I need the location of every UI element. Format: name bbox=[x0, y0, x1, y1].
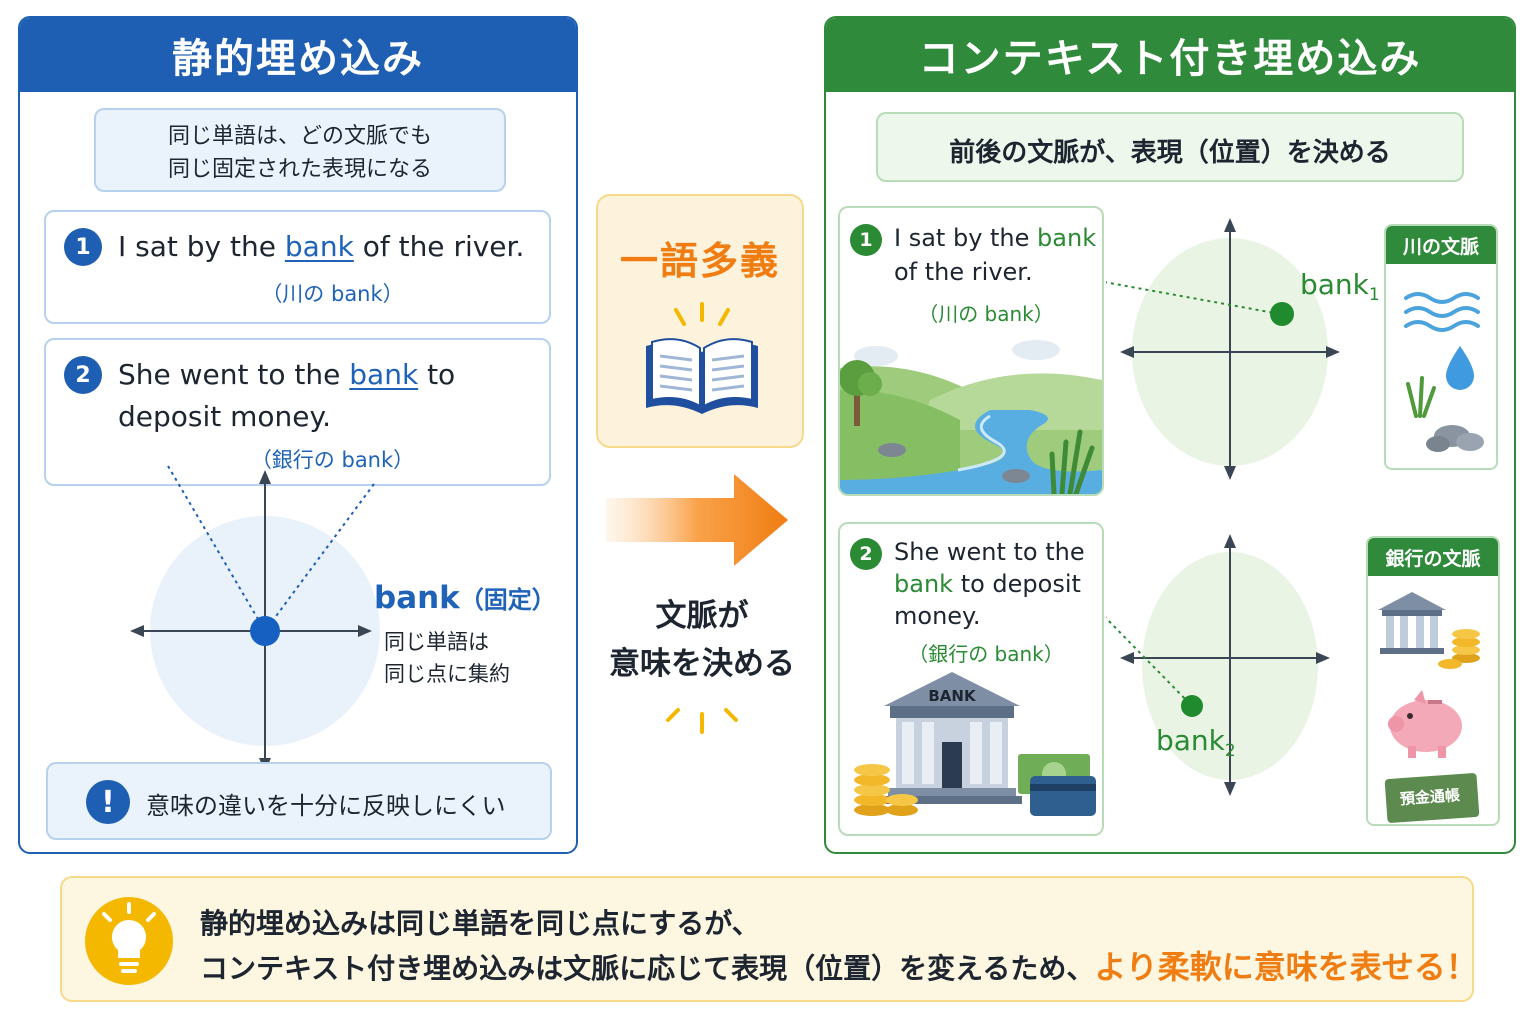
static-warning-text: 意味の違いを十分に反映しにくい bbox=[146, 792, 506, 820]
river-context-title: 川の文脈 bbox=[1386, 226, 1496, 264]
piggy-bank-icon bbox=[1388, 690, 1462, 758]
example-sentence-line2: bank to deposit bbox=[894, 570, 1081, 598]
static-example-1: 1 I sat by the bank of the river. （川の ba… bbox=[44, 210, 551, 324]
example-sentence: I sat by the bank bbox=[894, 224, 1097, 252]
bank-context-card: 銀行の文脈 預金通帳 bbox=[1366, 536, 1500, 826]
credit-card-icon bbox=[1030, 776, 1096, 816]
coins-icon bbox=[854, 764, 918, 816]
example-sentence: I sat by the bank of the river. bbox=[118, 230, 525, 263]
static-summary-box: 同じ単語は、どの文脈でも 同じ固定された表現になる bbox=[94, 108, 506, 192]
sparkle-icon bbox=[666, 708, 738, 734]
lightbulb-icon bbox=[85, 897, 173, 985]
passbook-icon: 預金通帳 bbox=[1384, 773, 1480, 823]
example-sentence: She went to the bank to bbox=[118, 358, 456, 391]
example-sentence: She went to the bbox=[894, 538, 1085, 566]
example-note: （川の bank） bbox=[261, 282, 404, 306]
example-sentence-line2: deposit money. bbox=[118, 400, 332, 433]
example-number-badge: 2 bbox=[64, 356, 102, 394]
context-decides-meaning-caption: 文脈が 意味を決める bbox=[609, 598, 795, 682]
example-number-badge: 1 bbox=[64, 228, 102, 266]
contextual-example-2: 2 She went to the bank to deposit money.… bbox=[838, 522, 1104, 836]
contextual-example-1: 1 I sat by the bank of the river. （川の ba… bbox=[838, 206, 1104, 496]
highlighted-word: bank bbox=[349, 358, 419, 391]
contextual-summary-text: 前後の文脈が、表現（位置）を決める bbox=[949, 138, 1391, 168]
static-example-2: 2 She went to the bank to deposit money.… bbox=[44, 338, 551, 486]
fixed-point-label: bank（固定） bbox=[374, 580, 556, 616]
bottom-summary-box: 静的埋め込みは同じ単語を同じ点にするが、 コンテキスト付き埋め込みは文脈に応じて… bbox=[60, 876, 1478, 1002]
water-drop-icon bbox=[1446, 346, 1474, 390]
static-embedding-title: 静的埋め込み bbox=[20, 18, 576, 92]
bank-context-title: 銀行の文脈 bbox=[1368, 538, 1498, 576]
static-embedding-panel: 静的埋め込み 同じ単語は、どの文脈でも 同じ固定された表現になる 1 I sat… bbox=[18, 16, 578, 854]
fixed-point-description: 同じ単語は 同じ点に集約 bbox=[384, 630, 510, 686]
bottom-summary-line2: コンテキスト付き埋め込みは文脈に応じて表現（位置）を変えるため、より柔軟に意味を… bbox=[200, 948, 1478, 986]
river-context-card: 川の文脈 bbox=[1384, 224, 1498, 470]
example-sentence-line2: of the river. bbox=[894, 258, 1033, 286]
river-landscape-illustration bbox=[840, 330, 1102, 494]
example-number-badge: 2 bbox=[850, 538, 882, 570]
bank-building-icon: BANK bbox=[854, 672, 1096, 816]
bank-context-icons: 預金通帳 bbox=[1378, 592, 1480, 823]
river-context-icons bbox=[1404, 292, 1484, 452]
grass-icon bbox=[1406, 376, 1436, 418]
bank1-point bbox=[1270, 302, 1294, 326]
dotted-link-line bbox=[264, 483, 375, 632]
bottom-summary-line1: 静的埋め込みは同じ単語を同じ点にするが、 bbox=[200, 907, 760, 940]
example-sentence-line3: money. bbox=[894, 602, 981, 630]
rocks-icon bbox=[1426, 425, 1484, 452]
passbook-label: 預金通帳 bbox=[1399, 786, 1460, 808]
highlighted-word: bank bbox=[894, 570, 954, 598]
fixed-bank-point bbox=[250, 616, 280, 646]
bank2-point bbox=[1181, 695, 1203, 717]
static-summary-line1: 同じ単語は、どの文脈でも bbox=[167, 124, 432, 149]
book-icon bbox=[646, 302, 758, 414]
highlighted-word: bank bbox=[1037, 224, 1097, 252]
polysemy-box: 一語多義 bbox=[596, 194, 804, 448]
example-number-badge: 1 bbox=[850, 224, 882, 256]
example-note: （銀行の bank） bbox=[250, 448, 415, 472]
bank-building-label: BANK bbox=[928, 687, 977, 705]
bank2-label: bank2 bbox=[1156, 724, 1236, 761]
contextual-embedding-title: コンテキスト付き埋め込み bbox=[826, 18, 1514, 92]
vector-space-bank bbox=[1106, 534, 1330, 796]
bottom-summary-accent: より柔軟に意味を表せる！ bbox=[1094, 948, 1478, 986]
static-summary-line2: 同じ固定された表現になる bbox=[167, 157, 432, 182]
vector-space-river bbox=[1106, 218, 1340, 480]
example-note: （銀行の bank） bbox=[908, 642, 1064, 666]
static-warning-box: ! 意味の違いを十分に反映しにくい bbox=[46, 762, 552, 840]
contextual-embedding-panel: コンテキスト付き埋め込み 前後の文脈が、表現（位置）を決める 1 I sat b… bbox=[824, 16, 1516, 854]
polysemy-title: 一語多義 bbox=[619, 239, 780, 283]
bank1-label: bank1 bbox=[1300, 268, 1380, 305]
water-waves-icon bbox=[1404, 292, 1480, 332]
example-note: （川の bank） bbox=[918, 302, 1054, 326]
contextual-summary-box: 前後の文脈が、表現（位置）を決める bbox=[876, 112, 1464, 182]
warning-icon: ! bbox=[86, 780, 130, 824]
coins-icon bbox=[1438, 629, 1480, 669]
arrow-right-icon bbox=[606, 474, 788, 566]
highlighted-word: bank bbox=[284, 230, 354, 263]
bank-building-icon bbox=[1378, 592, 1446, 654]
static-vector-space bbox=[130, 465, 380, 772]
